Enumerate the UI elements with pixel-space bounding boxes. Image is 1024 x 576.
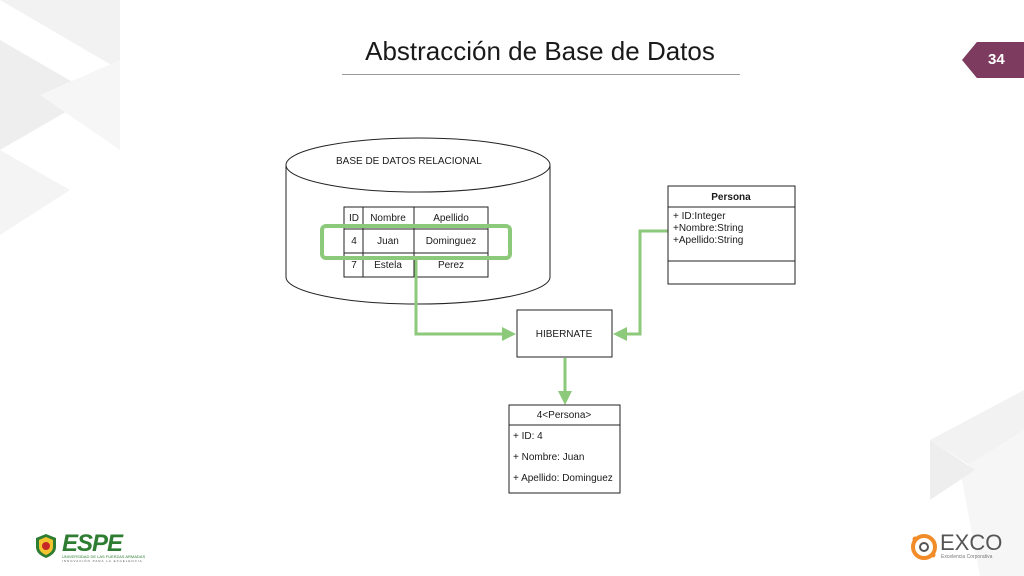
instance-attribute: + Nombre: Juan: [513, 452, 584, 463]
table-header-id: ID: [349, 213, 359, 224]
table-cell: Dominguez: [426, 236, 477, 247]
connector-arrows: [414, 229, 668, 392]
database-cylinder: [285, 137, 551, 305]
hibernate-label: HIBERNATE: [536, 329, 593, 340]
table-cell: Perez: [438, 260, 464, 271]
class-attribute: +Apellido:String: [673, 235, 743, 246]
espe-wordmark: ESPE: [62, 530, 123, 557]
class-name: Persona: [711, 192, 751, 203]
espe-tagline: INNOVACIÓN PARA LA EXCELENCIA: [62, 559, 143, 563]
table-cell: 7: [351, 260, 357, 271]
exco-logo: EXCO Excelencia Corporativa: [910, 531, 1010, 563]
database-label: BASE DE DATOS RELACIONAL: [336, 156, 482, 167]
exco-subtitle: Excelencia Corporativa: [941, 554, 993, 560]
espe-crest-icon: [36, 534, 56, 558]
hibernate-box: [516, 309, 613, 358]
title-divider: [342, 74, 740, 75]
page-number-badge: 34: [962, 42, 1024, 78]
instance-name: 4<Persona>: [537, 410, 592, 421]
table-header-nombre: Nombre: [370, 213, 406, 224]
persona-class-box: [667, 185, 796, 285]
table-cell: 4: [351, 236, 357, 247]
espe-logo: ESPE UNIVERSIDAD DE LAS FUERZAS ARMADAS …: [34, 530, 146, 563]
table-cell: Juan: [377, 236, 399, 247]
instance-attribute: + ID: 4: [513, 431, 543, 442]
table-cell: Estela: [374, 260, 402, 271]
instance-attribute: + Apellido: Dominguez: [513, 473, 613, 484]
espe-subtitle: UNIVERSIDAD DE LAS FUERZAS ARMADAS: [62, 554, 146, 559]
exco-wordmark: EXCO: [940, 530, 1003, 555]
instance-object-box: [508, 404, 621, 494]
table-header-apellido: Apellido: [433, 213, 469, 224]
class-attribute: +Nombre:String: [673, 223, 743, 234]
class-attribute: + ID:Integer: [673, 211, 726, 222]
page-title: Abstracción de Base de Datos: [365, 36, 715, 66]
arrow-heads: [502, 327, 627, 405]
exco-mark-icon: [911, 534, 937, 560]
